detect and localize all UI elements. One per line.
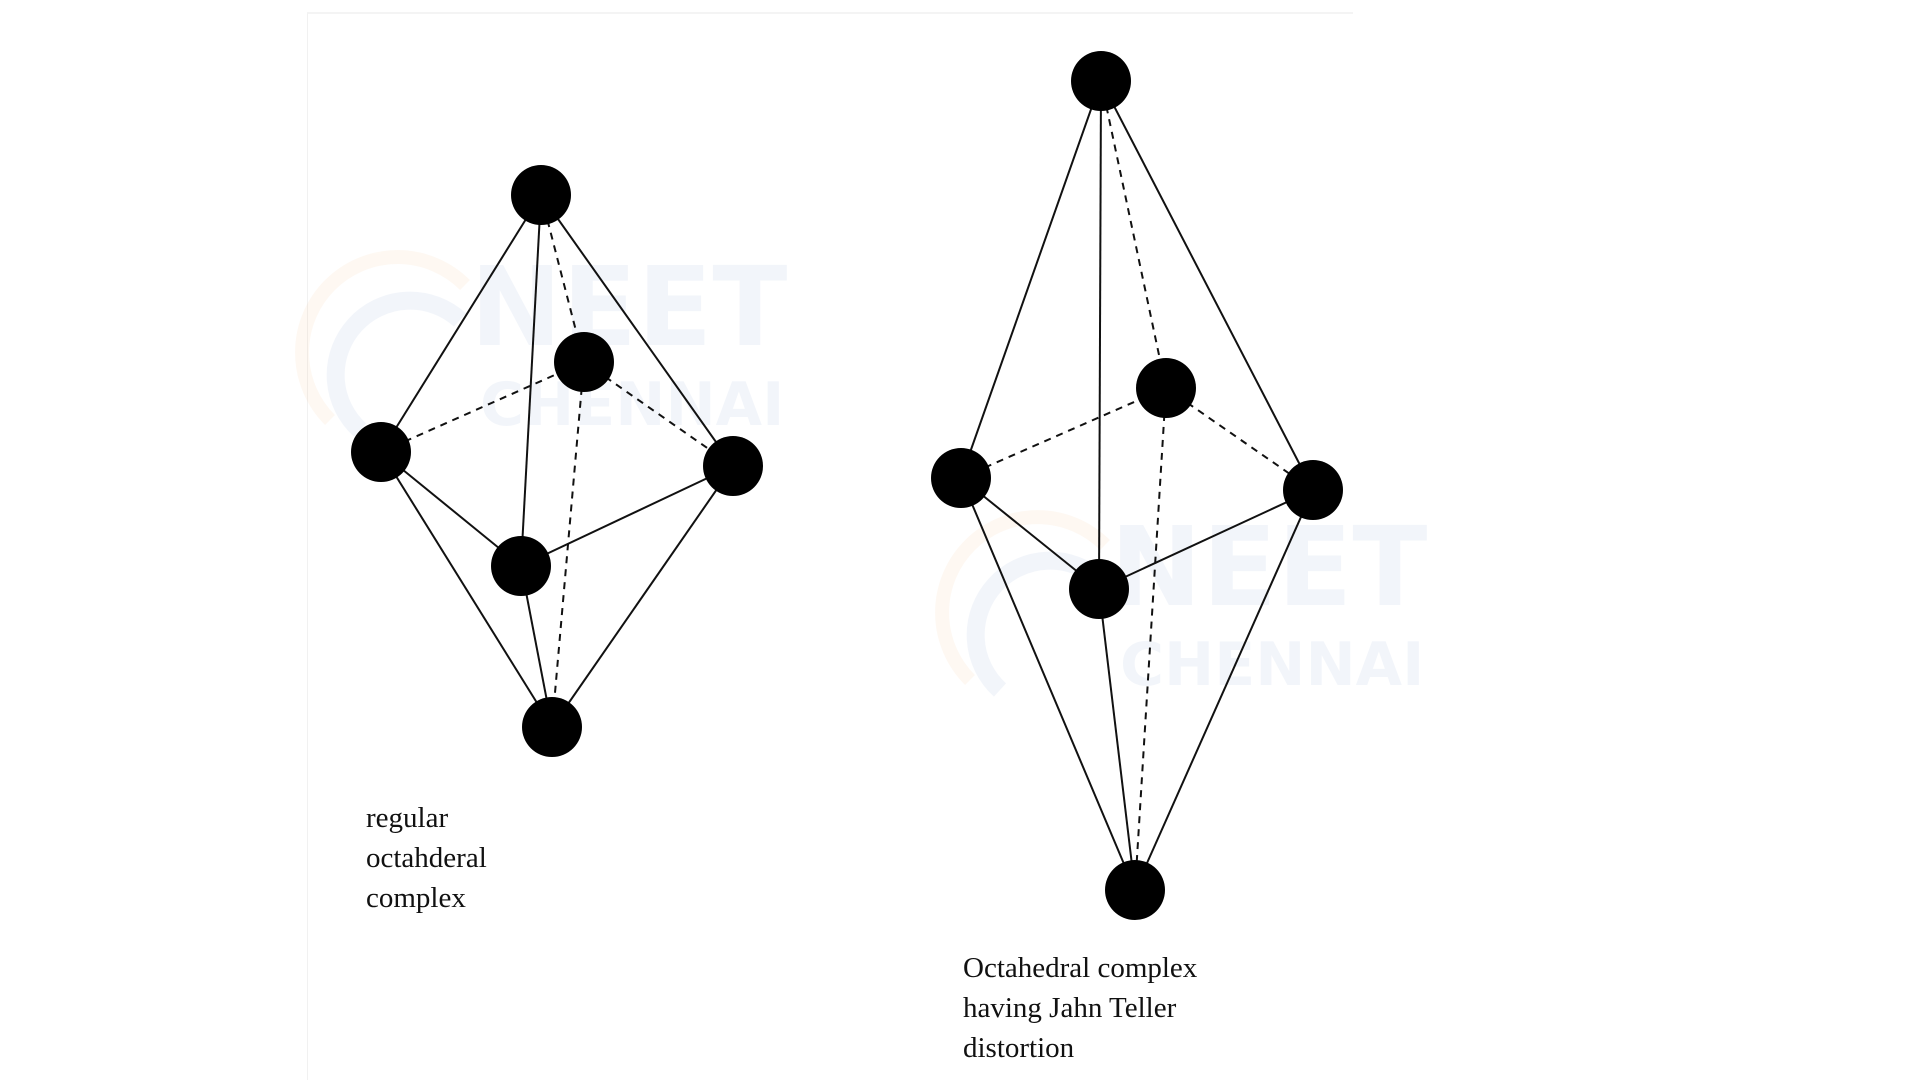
bond-solid — [380, 194, 542, 453]
caption-line: having Jahn Teller — [963, 992, 1177, 1024]
ligand-atom-front — [1069, 559, 1129, 619]
regular-octahedron-caption: regular octahderal complex — [366, 798, 487, 918]
ligand-atom-left — [351, 422, 411, 482]
bond-solid — [1100, 80, 1314, 491]
bond-dashed — [960, 387, 1167, 479]
bond-solid — [960, 477, 1136, 891]
bond-solid — [551, 465, 734, 728]
caption-line: distortion — [963, 1032, 1075, 1064]
watermark-logo: NEET CHENNAI — [295, 243, 787, 440]
ligand-atom-back — [1136, 358, 1196, 418]
watermark-arc-blue — [966, 551, 1107, 697]
regular-octahedron — [351, 165, 763, 757]
watermark-arc-orange — [935, 510, 1110, 685]
ligand-atom-back — [554, 332, 614, 392]
ligand-atom-bottom — [1105, 860, 1165, 920]
bond-dashed — [1100, 80, 1167, 389]
bond-solid — [1098, 588, 1136, 891]
bond-dashed — [380, 361, 585, 453]
watermark-logo: NEET CHENNAI — [935, 503, 1427, 700]
bond-solid — [380, 451, 522, 567]
bond-solid — [1134, 489, 1314, 891]
bond-solid — [540, 194, 734, 467]
watermark-arc-orange — [295, 250, 470, 425]
bond-solid — [520, 465, 734, 567]
watermark-line2: CHENNAI — [480, 370, 784, 440]
jahn-teller-caption: Octahedral complex having Jahn Teller di… — [963, 948, 1197, 1068]
jahn-teller-octahedron — [931, 51, 1343, 920]
bond-dashed — [1134, 387, 1167, 891]
bond-solid — [960, 80, 1102, 479]
ligand-atom-right — [703, 436, 763, 496]
caption-line: regular — [366, 802, 449, 834]
ligand-atom-top — [1071, 51, 1131, 111]
bond-solid — [380, 451, 553, 728]
page-border — [307, 12, 1353, 1080]
ligand-atom-top — [511, 165, 571, 225]
ligand-atom-front — [491, 536, 551, 596]
watermark-arc-blue — [326, 291, 467, 437]
watermark-line1: NEET — [1110, 503, 1427, 631]
bond-solid — [520, 194, 542, 567]
caption-line: Octahedral complex — [963, 952, 1198, 984]
watermark-line2: CHENNAI — [1120, 630, 1424, 700]
caption-line: octahderal — [366, 842, 487, 874]
bond-solid — [1098, 80, 1102, 590]
bond-dashed — [583, 361, 734, 467]
ligand-atom-left — [931, 448, 991, 508]
ligand-atom-right — [1283, 460, 1343, 520]
ligand-atom-bottom — [522, 697, 582, 757]
bond-solid — [1098, 489, 1314, 590]
watermark-line1: NEET — [470, 243, 787, 371]
caption-line: complex — [366, 882, 466, 914]
